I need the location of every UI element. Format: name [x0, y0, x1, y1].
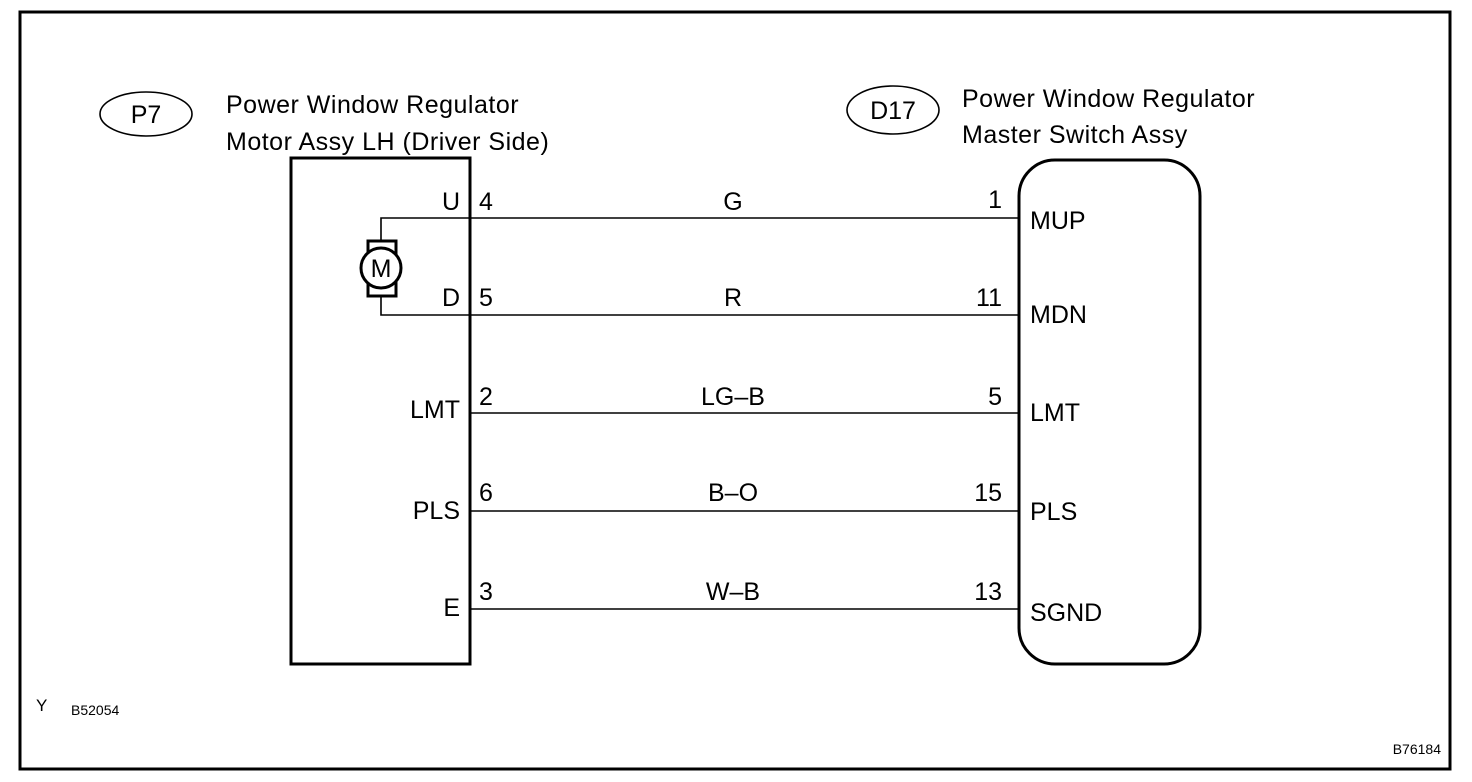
right-terminal: PLS [1030, 498, 1077, 526]
connector-id-right: D17 [870, 97, 916, 125]
left-pin: 4 [479, 188, 493, 216]
right-terminal: SGND [1030, 599, 1102, 627]
left-pin: 6 [479, 479, 493, 507]
left-terminal: D [442, 284, 460, 312]
right-component-title-line2: Master Switch Assy [962, 121, 1188, 149]
footer-marker: Y [36, 696, 47, 715]
right-pin: 11 [976, 284, 1002, 312]
wire-1: U 4 G 1 MUP [442, 186, 1086, 235]
connector-id-left: P7 [131, 101, 162, 129]
right-pin: 13 [974, 578, 1002, 606]
reference-code-left: B52054 [71, 702, 119, 718]
left-pin: 2 [479, 383, 493, 411]
motor-label: M [371, 255, 392, 283]
wire-3: LMT 2 LG–B 5 LMT [410, 383, 1080, 427]
wire-color: G [723, 188, 742, 216]
right-pin: 15 [974, 479, 1002, 507]
wire-color: LG–B [701, 383, 765, 411]
right-terminal: MDN [1030, 301, 1087, 329]
right-component-title-line1: Power Window Regulator [962, 85, 1255, 113]
left-terminal: LMT [410, 396, 460, 424]
motor-icon: M [359, 217, 470, 316]
left-terminal: U [442, 188, 460, 216]
reference-code-right: B76184 [1393, 741, 1441, 757]
wire-2: D 5 R 11 MDN [442, 284, 1087, 329]
left-terminal: E [443, 594, 460, 622]
right-terminal: LMT [1030, 399, 1080, 427]
diagram-frame [18, 10, 1452, 771]
left-component-title-line1: Power Window Regulator [226, 91, 519, 119]
left-pin: 3 [479, 578, 493, 606]
wire-color: W–B [706, 578, 760, 606]
left-pin: 5 [479, 284, 493, 312]
wire-5: E 3 W–B 13 SGND [443, 578, 1102, 627]
wire-4: PLS 6 B–O 15 PLS [413, 479, 1078, 526]
wire-color: R [724, 284, 742, 312]
connector-id-ellipse-right [846, 85, 940, 135]
motor-assy-box [289, 156, 472, 666]
left-terminal: PLS [413, 497, 460, 525]
left-component-title-line2: Motor Assy LH (Driver Side) [226, 128, 549, 156]
connector-id-ellipse-left [99, 91, 193, 137]
master-switch-box [1017, 158, 1202, 666]
right-terminal: MUP [1030, 207, 1086, 235]
wire-color: B–O [708, 479, 758, 507]
right-pin: 1 [988, 186, 1002, 214]
right-pin: 5 [988, 383, 1002, 411]
